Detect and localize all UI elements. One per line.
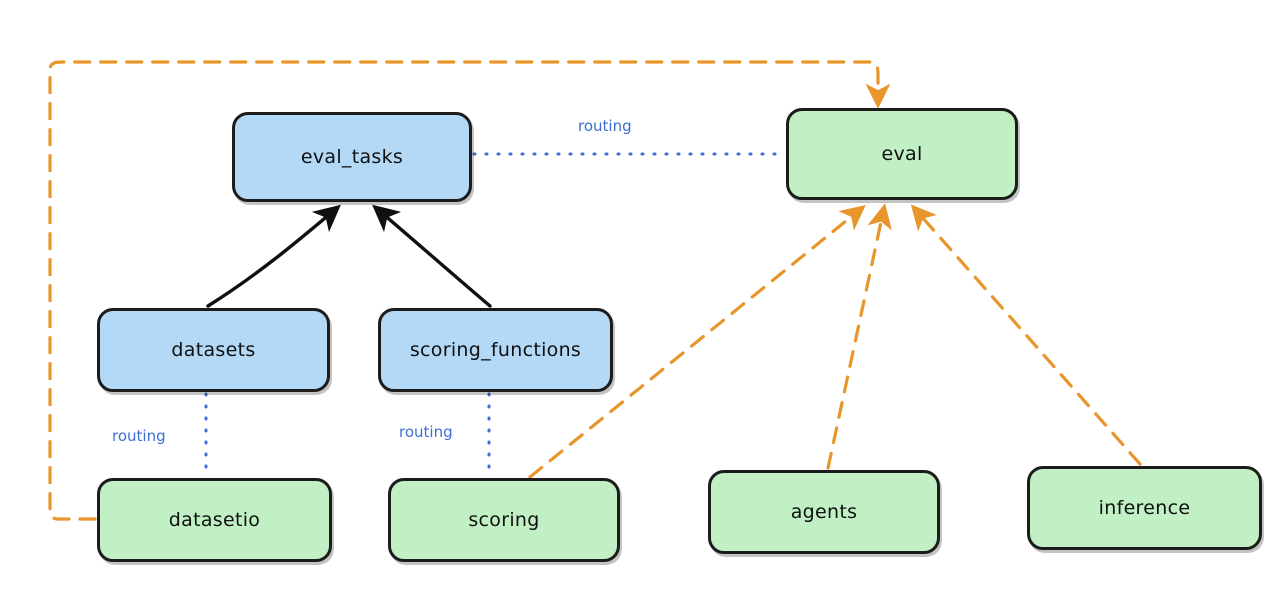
node-label-agents: agents bbox=[790, 501, 858, 523]
edge-scoring-to-eval bbox=[528, 204, 866, 479]
edge-agents-to-eval bbox=[826, 203, 892, 470]
node-inference[interactable]: inference bbox=[1027, 466, 1262, 550]
edge-label-routing-datasets-datasetio: routing bbox=[112, 427, 166, 445]
node-datasetio[interactable]: datasetio bbox=[97, 478, 332, 562]
edge-inference-to-eval bbox=[910, 204, 1142, 466]
edge-datasets-to-eval_tasks bbox=[206, 204, 341, 308]
node-label-eval: eval bbox=[881, 143, 923, 165]
node-datasets[interactable]: datasets bbox=[97, 308, 330, 392]
edge-label-routing-eval_tasks-eval: routing bbox=[578, 117, 632, 135]
node-label-datasets: datasets bbox=[171, 339, 256, 361]
edge-scoring_functions-to-eval_tasks bbox=[372, 204, 492, 308]
node-agents[interactable]: agents bbox=[708, 470, 940, 554]
node-label-datasetio: datasetio bbox=[168, 509, 261, 531]
node-scoring[interactable]: scoring bbox=[388, 478, 620, 562]
edge-datasetio-to-eval bbox=[48, 60, 891, 521]
node-label-eval_tasks: eval_tasks bbox=[300, 146, 404, 168]
node-eval_tasks[interactable]: eval_tasks bbox=[232, 112, 472, 202]
node-label-inference: inference bbox=[1098, 497, 1191, 519]
node-label-scoring_functions: scoring_functions bbox=[409, 339, 582, 361]
node-eval[interactable]: eval bbox=[786, 108, 1018, 200]
edge-label-routing-scoring_functions-scoring: routing bbox=[399, 423, 453, 441]
node-scoring_functions[interactable]: scoring_functions bbox=[378, 308, 613, 392]
node-label-scoring: scoring bbox=[468, 509, 540, 531]
